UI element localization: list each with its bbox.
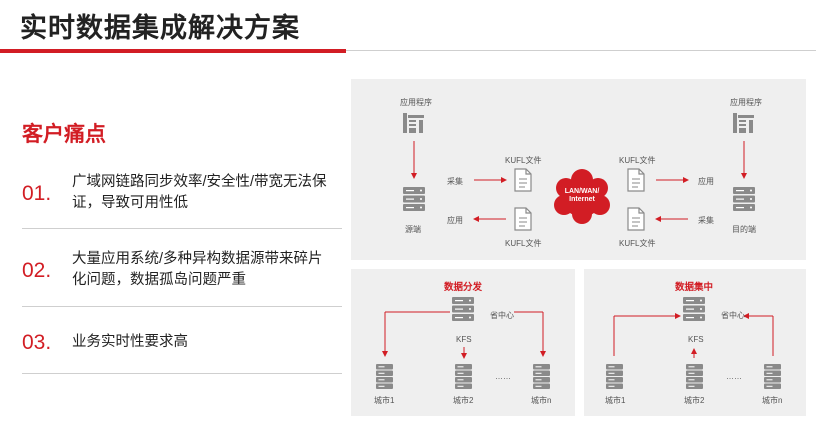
city-server-icon — [764, 364, 781, 389]
city-server-icon — [533, 364, 550, 389]
app-label-left: 应用程序 — [400, 98, 432, 107]
kufl-label: KUFL文件 — [505, 156, 542, 165]
divider — [22, 373, 342, 374]
center-label: 省中心 — [490, 311, 514, 320]
kufl-label: KUFL文件 — [619, 156, 656, 165]
kufl-label: KUFL文件 — [619, 239, 656, 248]
city-label: 城市1 — [374, 396, 395, 405]
pain-point-text: 业务实时性要求高 — [72, 334, 188, 350]
apply-label-left: 应用 — [447, 216, 463, 225]
document-icon — [514, 168, 532, 192]
collect-label-left: 采集 — [447, 177, 463, 186]
cloud-label-line: Internet — [569, 196, 595, 203]
document-icon — [627, 168, 645, 192]
center-server-icon — [683, 297, 705, 321]
city-label: 城市1 — [605, 396, 626, 405]
city-server-icon — [376, 364, 393, 389]
city-label: 城市2 — [684, 396, 705, 405]
kfs-label: KFS — [456, 335, 472, 344]
document-icon — [514, 207, 532, 231]
source-label: 源端 — [405, 225, 421, 234]
distribution-panel — [351, 269, 575, 416]
center-server-icon — [452, 297, 474, 321]
collection-title: 数据集中 — [675, 282, 714, 293]
server-icon — [733, 187, 755, 211]
sync-panel — [351, 79, 806, 260]
ellipsis: …… — [495, 372, 511, 381]
page-title: 实时数据集成解决方案 — [20, 13, 300, 43]
city-label: 城市n — [531, 396, 552, 405]
document-icon — [627, 207, 645, 231]
city-label: 城市n — [762, 396, 783, 405]
cloud-icon — [554, 169, 610, 224]
server-icon — [403, 187, 425, 211]
app-label-right: 应用程序 — [730, 98, 762, 107]
apply-label-right: 应用 — [698, 177, 714, 186]
city-server-icon — [606, 364, 623, 389]
application-icon — [403, 113, 424, 133]
pain-point-number: 02. — [22, 259, 52, 282]
center-label: 省中心 — [721, 311, 745, 320]
city-server-icon — [686, 364, 703, 389]
city-server-icon — [455, 364, 472, 389]
pain-point-number: 01. — [22, 182, 52, 205]
title-underline-accent — [0, 49, 346, 53]
collect-label-right: 采集 — [698, 216, 714, 225]
collection-panel — [584, 269, 806, 416]
pain-point-text: 广域网链路同步效率/安全性/带宽无法保证，导致可用性低 — [72, 174, 327, 211]
application-icon — [733, 113, 754, 133]
pain-points-heading: 客户痛点 — [22, 123, 106, 146]
pain-point-number: 03. — [22, 331, 52, 354]
target-label: 目的端 — [732, 225, 756, 234]
title-underline — [346, 50, 816, 51]
divider — [22, 228, 342, 229]
city-label: 城市2 — [453, 396, 474, 405]
cloud-label-line: LAN/WAN/ — [564, 188, 600, 195]
divider — [22, 306, 342, 307]
ellipsis: …… — [726, 372, 742, 381]
kufl-label: KUFL文件 — [505, 239, 542, 248]
cloud-label: LAN/WAN/ Internet — [562, 188, 602, 204]
kfs-label: KFS — [688, 335, 704, 344]
pain-point-text: 大量应用系统/多种异构数据源带来碎片化问题，数据孤岛问题严重 — [72, 251, 323, 288]
distribution-title: 数据分发 — [444, 282, 483, 293]
